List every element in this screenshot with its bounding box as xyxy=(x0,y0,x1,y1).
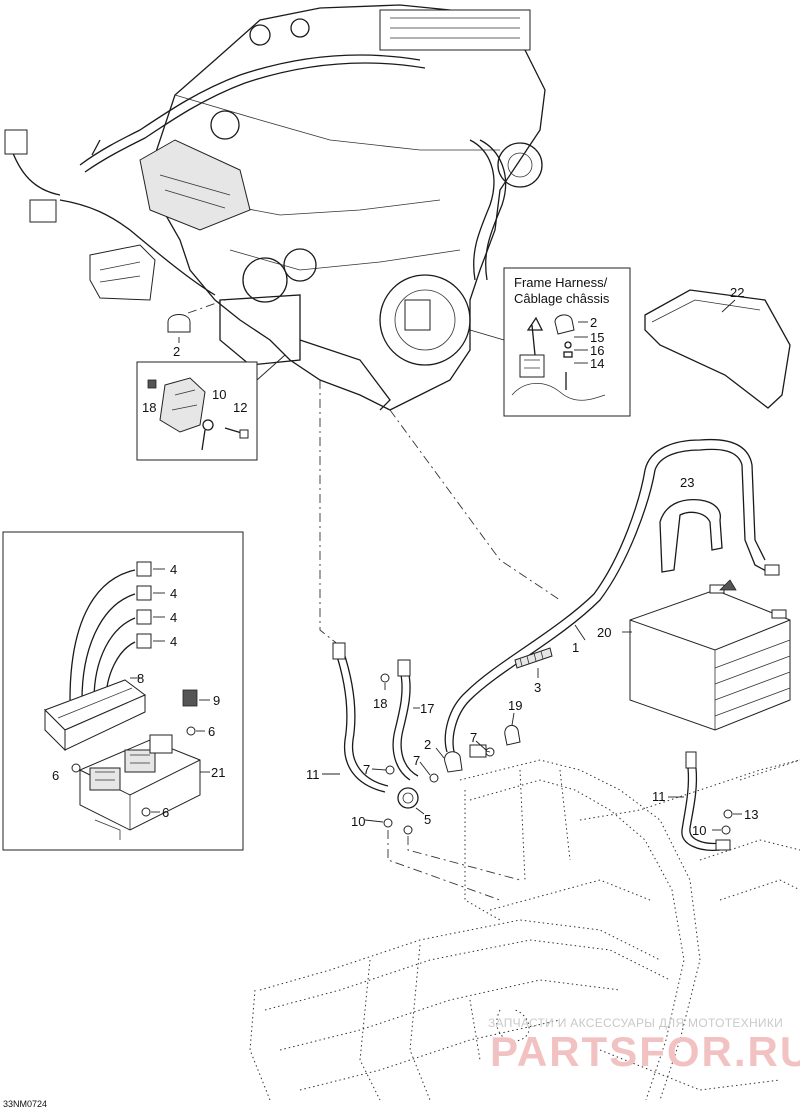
callout-8: 8 xyxy=(137,671,144,686)
callout-18-left: 18 xyxy=(142,400,156,415)
callout-13: 13 xyxy=(744,807,758,822)
leader-dash xyxy=(187,299,226,314)
vehicle-frame xyxy=(249,759,800,1101)
battery-cable-1 xyxy=(444,438,780,756)
ground-cable-11 xyxy=(668,751,742,851)
callout-18-mid: 18 xyxy=(373,696,387,711)
detail-box-starter-mount xyxy=(136,354,286,461)
starter-cables xyxy=(322,642,521,835)
callout-20: 20 xyxy=(597,625,611,640)
callout-7-c: 7 xyxy=(470,730,477,745)
frame-harness-title-line2: Câblage châssis xyxy=(514,291,610,306)
callout-16: 16 xyxy=(590,343,604,358)
frame-harness-title-line1: Frame Harness/ xyxy=(514,275,608,290)
callout-17: 17 xyxy=(420,701,434,716)
callout-10-right: 10 xyxy=(692,823,706,838)
callout-2-frame: 2 xyxy=(590,315,597,330)
callout-12: 12 xyxy=(233,400,247,415)
callout-4-a: 4 xyxy=(170,562,177,577)
callout-22: 22 xyxy=(730,285,744,300)
leader-dash-5 xyxy=(407,836,521,881)
detail-box-fuse-box xyxy=(2,531,244,851)
callout-6-a: 6 xyxy=(208,724,215,739)
callout-4-b: 4 xyxy=(170,586,177,601)
callout-11-right: 11 xyxy=(652,789,666,804)
callout-7-a: 7 xyxy=(363,762,370,777)
callout-4-c: 4 xyxy=(170,610,177,625)
bulb-part-2 xyxy=(167,314,191,343)
engine-assembly xyxy=(4,4,546,411)
callout-6-c: 6 xyxy=(162,805,169,820)
callout-19: 19 xyxy=(508,698,522,713)
sleeve-part-3 xyxy=(514,647,553,678)
battery-part-20 xyxy=(622,579,791,731)
callout-1: 1 xyxy=(572,640,579,655)
leader-dash-4 xyxy=(387,830,501,901)
callout-3: 3 xyxy=(534,680,541,695)
callout-21: 21 xyxy=(211,765,225,780)
callout-5: 5 xyxy=(424,812,431,827)
callout-6-b: 6 xyxy=(52,768,59,783)
pad-part-22 xyxy=(644,289,791,409)
callout-15: 15 xyxy=(590,330,604,345)
callout-2-top: 2 xyxy=(173,344,180,359)
callout-23: 23 xyxy=(680,475,694,490)
detail-box-frame-harness xyxy=(469,267,631,417)
callout-4-d: 4 xyxy=(170,634,177,649)
leader-dash-3 xyxy=(389,409,561,601)
watermark-tagline: ЗАПЧАСТИ И АКСЕССУАРЫ ДЛЯ МОТОТЕХНИКИ xyxy=(488,1016,784,1030)
callout-10-left: 10 xyxy=(212,387,226,402)
callout-10-mid: 10 xyxy=(351,814,365,829)
callout-2-mid: 2 xyxy=(424,737,431,752)
leader-dash-2 xyxy=(319,380,346,651)
watermark-logo: PARTSFOR.RU xyxy=(490,1028,800,1075)
drawing-reference: 33NM0724 xyxy=(3,1099,47,1109)
callout-9: 9 xyxy=(213,693,220,708)
callout-14: 14 xyxy=(590,356,604,371)
callout-11-left: 11 xyxy=(306,767,320,782)
callout-7-b: 7 xyxy=(413,753,420,768)
